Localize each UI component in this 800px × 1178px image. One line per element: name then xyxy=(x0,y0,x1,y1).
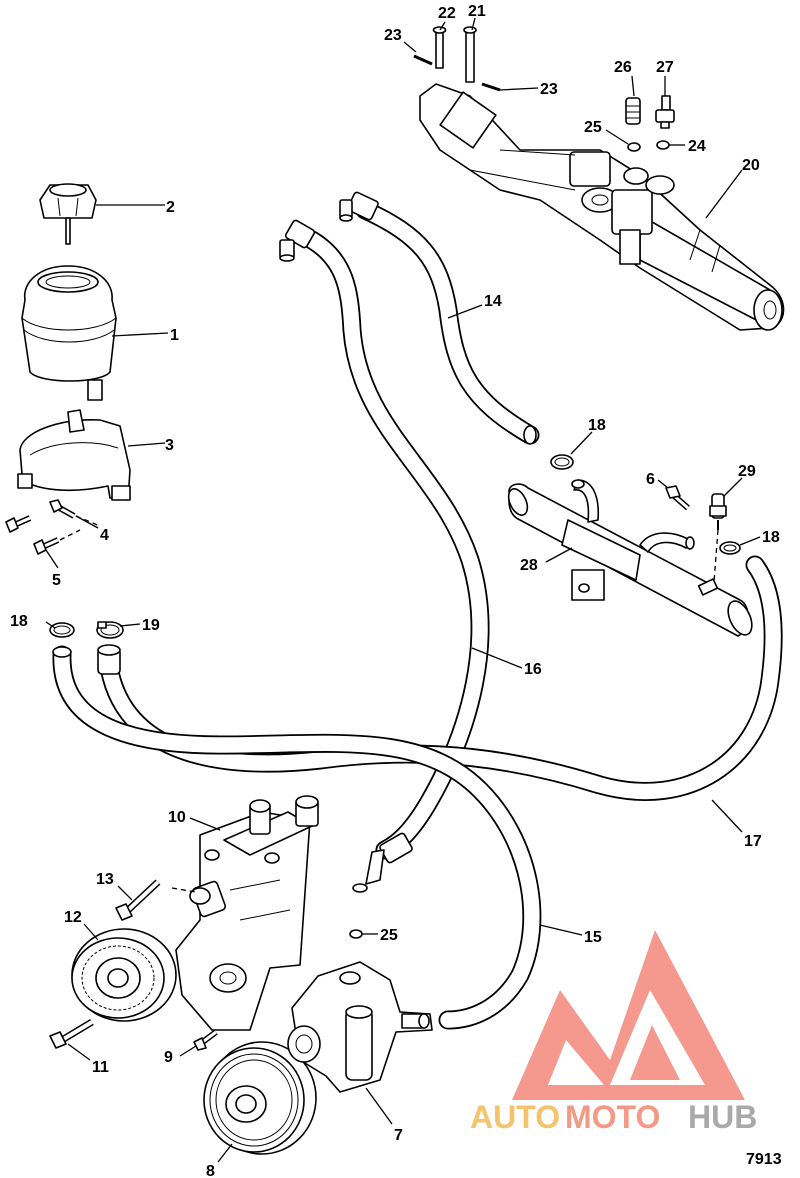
bolt-11 xyxy=(49,1018,94,1049)
o-ring-25-top xyxy=(627,142,641,152)
callout-21: 21 xyxy=(468,3,486,20)
reservoir-cap xyxy=(39,183,97,245)
pin-22 xyxy=(432,26,447,69)
hose-17 xyxy=(98,555,783,801)
callout-28: 28 xyxy=(520,557,538,574)
callout-18-right: 18 xyxy=(762,529,780,546)
callout-18-top: 18 xyxy=(588,417,606,434)
callout-4: 4 xyxy=(100,527,109,544)
callout-5: 5 xyxy=(52,572,61,589)
diagram-id-label: 7913 xyxy=(746,1151,782,1168)
callout-27: 27 xyxy=(656,59,674,76)
callout-16: 16 xyxy=(524,661,542,678)
hose-15 xyxy=(52,645,542,1030)
watermark-hub-text: HUB xyxy=(688,1099,757,1135)
bolt-4-b xyxy=(5,515,32,533)
sensor-29 xyxy=(709,493,727,530)
callout-23-right: 23 xyxy=(540,81,558,98)
clamp-19 xyxy=(96,621,124,639)
hose-end-left-b xyxy=(97,644,121,675)
cotter-pin-23-left xyxy=(413,54,433,66)
pin-21 xyxy=(463,26,477,83)
idler-pulley xyxy=(71,928,177,1022)
callout-23-left: 23 xyxy=(384,27,402,44)
callout-10: 10 xyxy=(168,809,186,826)
callout-7: 7 xyxy=(394,1127,403,1144)
callout-26: 26 xyxy=(614,59,632,76)
o-ring-25-bottom xyxy=(349,929,363,939)
o-ring-24 xyxy=(656,140,670,150)
callout-22: 22 xyxy=(438,5,456,22)
callout-20: 20 xyxy=(742,157,760,174)
callout-29: 29 xyxy=(738,463,756,480)
callout-18-left: 18 xyxy=(10,613,28,630)
bolt-9 xyxy=(193,1029,218,1051)
callout-17: 17 xyxy=(744,833,762,850)
callout-12: 12 xyxy=(64,909,82,926)
callout-1: 1 xyxy=(170,327,179,344)
callout-19: 19 xyxy=(142,617,160,634)
bolt-13 xyxy=(115,879,161,921)
clamp-18-left xyxy=(49,622,75,638)
bolt-5 xyxy=(33,537,60,555)
cotter-pin-23-right xyxy=(481,82,501,92)
fitting-hose-14-top xyxy=(339,191,379,222)
bolt-4-a xyxy=(49,499,76,519)
callout-11: 11 xyxy=(92,1059,109,1076)
steering-cylinder xyxy=(419,83,785,331)
fitting-26 xyxy=(625,97,641,125)
hose-16 xyxy=(302,230,490,860)
fitting-hose-16-bottom xyxy=(352,832,413,893)
bolt-6 xyxy=(665,485,690,511)
fitting-27 xyxy=(655,95,675,129)
cooler xyxy=(507,479,753,637)
callout-6: 6 xyxy=(646,471,655,488)
callout-24: 24 xyxy=(688,138,706,155)
watermark-moto-text: MOTO xyxy=(565,1099,660,1135)
clamp-18-right xyxy=(719,541,741,555)
pump-pulley xyxy=(203,1041,317,1155)
clamp-18-top xyxy=(550,454,574,470)
callout-2: 2 xyxy=(166,199,175,216)
reservoir-bracket xyxy=(17,409,131,501)
callout-25-bottom: 25 xyxy=(380,927,398,944)
watermark-auto-text: AUTO xyxy=(470,1099,560,1135)
callout-8: 8 xyxy=(206,1163,215,1178)
watermark-logo xyxy=(512,930,745,1100)
callout-3: 3 xyxy=(165,437,174,454)
hose-14 xyxy=(355,200,540,445)
callout-25-top: 25 xyxy=(584,119,602,136)
fitting-hose-16-top xyxy=(279,219,316,262)
callout-14: 14 xyxy=(484,293,502,310)
pump-mount-bracket xyxy=(175,795,319,1031)
callout-9: 9 xyxy=(164,1049,173,1066)
hose-14-end xyxy=(523,425,537,445)
fluid-reservoir xyxy=(21,265,117,401)
callout-13: 13 xyxy=(96,871,114,888)
power-steering-pump xyxy=(287,961,433,1093)
hose-end-left-a xyxy=(52,646,72,658)
callout-15: 15 xyxy=(584,929,602,946)
